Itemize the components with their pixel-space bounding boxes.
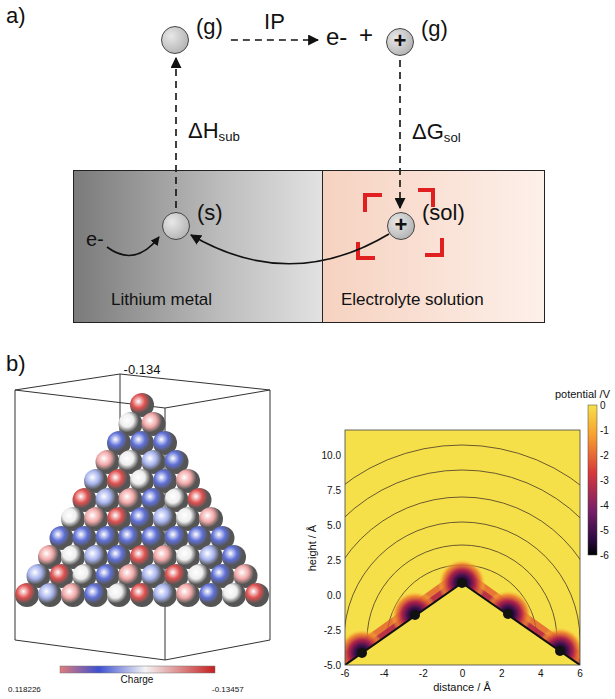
- tick-label: 0.0: [327, 590, 341, 601]
- tick-label: -6: [600, 550, 609, 561]
- tick-label: -5.0: [324, 660, 341, 671]
- electron-label: e-: [86, 228, 104, 250]
- connector: [399, 60, 401, 208]
- tick-label: -5: [600, 525, 609, 536]
- tick-label: -4: [380, 668, 389, 679]
- charge-value: -0.134: [124, 363, 161, 377]
- colorbar-title: Charge: [121, 674, 154, 685]
- colorbar-value: -0.13457: [212, 686, 244, 695]
- tick-label: 10.0: [322, 450, 341, 461]
- tick-label: 4: [538, 668, 544, 679]
- tick-label: 6: [577, 668, 583, 679]
- solvated-ion: +(sol): [387, 212, 415, 240]
- connector: [191, 234, 389, 264]
- axis-title: height / Å: [306, 525, 318, 571]
- tick-label: -2: [600, 450, 609, 461]
- colorbar-value: 0.118226: [8, 686, 41, 695]
- tick-label: -1: [600, 425, 609, 436]
- panel-letter: a): [6, 4, 26, 28]
- ion-sign: +: [387, 27, 413, 55]
- edge-label: ΔHsub: [188, 119, 240, 145]
- ion-sign: +: [388, 211, 414, 239]
- node-label: (g): [421, 17, 448, 41]
- metal-panel: Lithium metal (s): [73, 170, 322, 323]
- tick-label: -4: [600, 500, 609, 511]
- tick-label: 2: [499, 668, 505, 679]
- connector: [231, 39, 318, 41]
- panel-letter: b): [6, 352, 26, 376]
- tick-label: 5.0: [327, 520, 341, 531]
- tick-label: 0: [600, 400, 606, 411]
- node-label: (sol): [422, 201, 465, 225]
- tick-label: -2: [419, 668, 428, 679]
- connector: [175, 58, 177, 208]
- plus-sign: +: [359, 22, 373, 48]
- colorbar-title: potential /V: [555, 388, 610, 400]
- tick-label: -3: [600, 475, 609, 486]
- electron-label: e-: [326, 24, 347, 50]
- node-label: Electrolyte solution: [341, 291, 484, 310]
- edge-label: ΔGsol: [412, 120, 461, 146]
- solid-atom: (s): [162, 212, 190, 240]
- gas-ion: +(g): [386, 28, 414, 56]
- tick-label: 2.5: [327, 555, 341, 566]
- tick-label: -6: [340, 668, 349, 679]
- tick-label: -2.5: [324, 625, 341, 636]
- tick-label: 7.5: [327, 485, 341, 496]
- gas-atom: (g): [161, 26, 189, 54]
- axis-title: distance / Å: [433, 681, 490, 693]
- tick-label: 0: [460, 668, 466, 679]
- node-label: (g): [196, 15, 223, 39]
- node-label: Lithium metal: [111, 291, 212, 310]
- electrolyte-panel: Electrolyte solution+(sol): [322, 170, 545, 323]
- edge-label: IP: [264, 10, 285, 34]
- node-label: (s): [197, 201, 223, 225]
